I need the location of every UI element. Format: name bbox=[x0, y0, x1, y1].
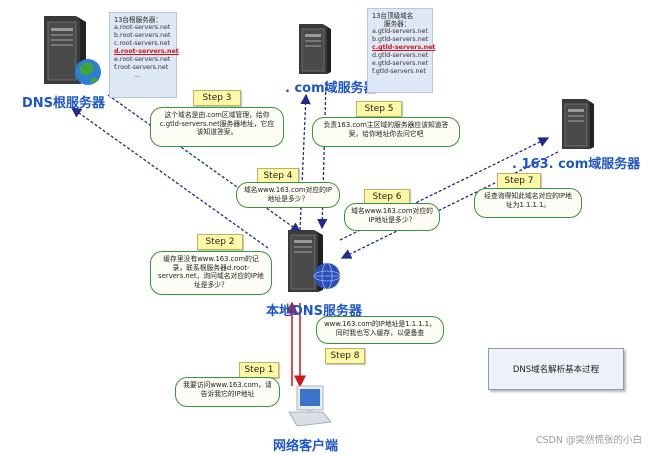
step-1-bubble: 我要访问www.163.com，请告诉我它的IP地址 bbox=[175, 377, 280, 407]
list-item-highlight: c.gtld-servers.net bbox=[372, 44, 436, 51]
root-server-list: 13台根服务器： a.root-servers.net b.root-serve… bbox=[109, 12, 179, 98]
com-list-title: 13台顶级域名 bbox=[372, 12, 414, 20]
com-list-title-2: 服务器： bbox=[384, 20, 411, 28]
com-server-list: 13台顶级域名 服务器： a.gtld-servers.net b.gtld-s… bbox=[367, 8, 436, 93]
list-item: d.gtld-servers.net bbox=[372, 52, 429, 59]
list-item: ... bbox=[134, 72, 141, 79]
diagram-title: DNS域名解析基本过程 bbox=[512, 365, 600, 375]
step-2-tag: Step 2 bbox=[197, 234, 243, 250]
local-dns-server-icon bbox=[288, 230, 341, 292]
root-server-icon bbox=[44, 16, 101, 85]
list-item: a.root-servers.net bbox=[114, 24, 171, 31]
client-label: 网络客户端 bbox=[273, 439, 339, 454]
com-server-label: . com域服务器 bbox=[285, 81, 377, 96]
step-6-bubble: 域名www.163.com对应的IP地址是多少？ bbox=[344, 203, 440, 231]
step-4-bubble: 域名www.163.com对应的IP地址是多少？ bbox=[236, 182, 340, 208]
step-2-bubble: 缓存里没有www.163.com的记录，联系根服务器d.root-servers… bbox=[150, 251, 272, 295]
step-5-bubble: 负责163.com主区域的服务器应该知道答案，给你地址你去问它吧 bbox=[312, 117, 460, 147]
step-1-tag: Step 1 bbox=[239, 362, 279, 378]
root-list-title: 13台根服务器： bbox=[114, 16, 162, 24]
watermark: CSDN @突然慌张的小白 bbox=[535, 435, 642, 446]
diagram-title-box: DNS域名解析基本过程 bbox=[488, 348, 624, 390]
step-7-tag: Step 7 bbox=[497, 173, 541, 189]
local-dns-server-label: 本地DNS服务器 bbox=[266, 304, 363, 319]
arrow-local-to-root bbox=[70, 107, 269, 249]
list-item: f.gtld-servers.net bbox=[372, 68, 426, 75]
step-7-bubble: 经查询得知此域名对应的IP地址为1.1.1.1。 bbox=[474, 188, 582, 218]
step-8-bubble: www.163.com的IP地址是1.1.1.1，同时我也写入缓存，以便备查 bbox=[316, 316, 444, 344]
server-163-label: . 163. com域服务器 bbox=[512, 157, 641, 172]
arrow-local-to-com bbox=[299, 93, 311, 231]
list-item: b.gtld-servers.net bbox=[372, 36, 429, 43]
list-item: b.root-servers.net bbox=[114, 32, 171, 39]
step-3-tag: Step 3 bbox=[193, 90, 241, 106]
step-8-tag: Step 8 bbox=[325, 348, 365, 364]
list-item: c.root-servers.net bbox=[114, 40, 170, 47]
list-item: f.root-servers.net bbox=[114, 64, 169, 71]
list-item: a.gtld-servers.net bbox=[372, 28, 428, 35]
arrow-local-to-163 bbox=[339, 137, 550, 241]
com-server-icon bbox=[299, 24, 331, 74]
arrow-root-to-local bbox=[107, 94, 302, 233]
client-computer-icon bbox=[288, 385, 332, 427]
step-3-bubble: 这个域名是由.com区域管理，给你c.gtld-servers.net服务器地址… bbox=[150, 107, 284, 147]
step-5-tag: Step 5 bbox=[356, 101, 402, 117]
list-item-highlight: d.root-servers.net bbox=[114, 48, 179, 55]
root-server-label: DNS根服务器 bbox=[22, 96, 106, 111]
arrow-163-to-local bbox=[340, 151, 559, 259]
list-item: e.gtld-servers.net bbox=[372, 60, 428, 67]
server-163-icon bbox=[562, 99, 594, 149]
list-item: e.root-servers.net bbox=[114, 56, 171, 63]
